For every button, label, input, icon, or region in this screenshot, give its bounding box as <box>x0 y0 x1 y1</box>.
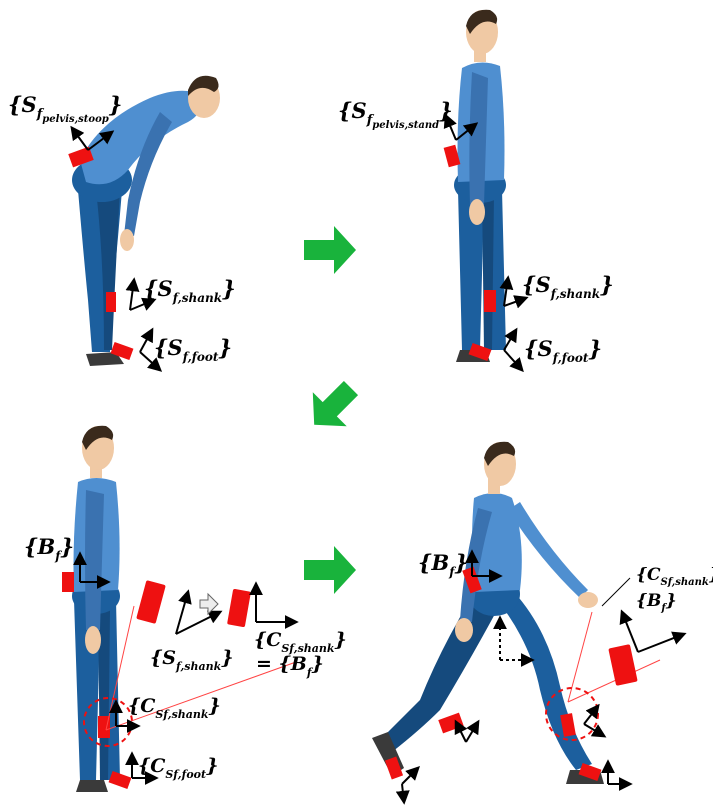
panel-bottom-right: {Bf} {CSf,shank} {Bf} <box>372 442 713 802</box>
label-inset-top: {CSf,shank} <box>636 565 713 588</box>
panel-top-left: {Sfpelvis,stoop} {Sf,shank} {Sf,foot} <box>8 76 236 370</box>
label-inset-bottom: {Bf} <box>636 591 677 614</box>
arrow-right-top <box>304 226 356 274</box>
pants-back-leg <box>380 600 496 752</box>
inset-sensor-right <box>227 589 251 628</box>
sensor-shank <box>106 292 116 312</box>
panel-top-right: {Sfpelvis,stand} {Sf,shank} {Sf,foot} <box>338 10 614 370</box>
inset-axes-right <box>256 584 296 622</box>
sensor-foot <box>109 771 132 789</box>
hand-back <box>455 618 473 642</box>
frame-axes-foot <box>504 330 522 370</box>
sensor-pelvis <box>62 572 74 592</box>
hand <box>120 229 134 251</box>
hand <box>85 626 101 654</box>
label-pelvis-stand: {Sfpelvis,stand} <box>338 98 453 131</box>
label-body-frame: {Bf} <box>418 550 468 579</box>
sensor-shank <box>484 290 496 312</box>
pants-front-leg <box>494 592 592 770</box>
shoe <box>76 780 108 792</box>
inset-sensor <box>608 644 637 686</box>
frame-axes-front-shank <box>584 706 604 736</box>
inset-axes-left <box>176 592 220 634</box>
label-body-frame: {Bf} <box>24 534 74 563</box>
hand <box>469 199 485 225</box>
label-inset-right: {CSf,shank} <box>254 629 347 655</box>
label-foot: {Sf,foot} <box>524 336 602 365</box>
arrow-right-bottom <box>304 546 356 594</box>
label-inset-equals: = {Bf} <box>256 653 324 679</box>
arrow-down-left <box>297 371 368 442</box>
inset-sensor-left <box>136 580 166 624</box>
frame-axes-back-foot <box>402 768 418 802</box>
frame-axes-front-foot <box>608 762 630 784</box>
figure-standing-calib <box>72 426 120 792</box>
label-shank: {Sf,shank} <box>522 272 614 301</box>
hand-front <box>578 592 598 608</box>
figure-standing <box>454 10 506 362</box>
label-pelvis-stoop: {Sfpelvis,stoop} <box>8 92 122 125</box>
label-foot: {Sf,foot} <box>154 335 232 364</box>
label-shank: {Sf,shank} <box>144 276 236 305</box>
panel-bottom-left: {Bf} {CSf,shank} {CSf,foot} {Sf,shank} {… <box>24 426 347 792</box>
leader-line <box>602 578 630 606</box>
inset-axes <box>622 612 684 652</box>
label-inset-left: {Sf,shank} <box>150 647 233 673</box>
inset-arrow <box>200 594 218 614</box>
